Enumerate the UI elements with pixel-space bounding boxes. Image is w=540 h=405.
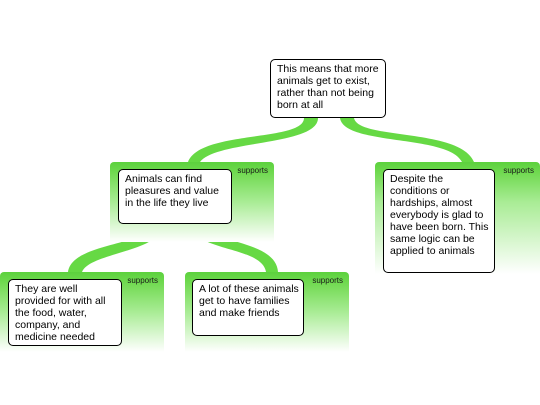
connector-root-right-premise xyxy=(340,118,474,162)
root-claim-text: This means that more animals get to exis… xyxy=(277,63,379,111)
right-premise-tag: supports xyxy=(503,166,534,175)
right-premise-text: Despite the conditions or hardships, alm… xyxy=(390,173,489,257)
connector-root-left-premise xyxy=(188,118,318,162)
sub-premise-2-box[interactable]: A lot of these animals get to have famil… xyxy=(192,279,304,336)
left-premise-tag: supports xyxy=(237,166,268,175)
left-premise-text: Animals can find pleasures and value in … xyxy=(125,173,219,209)
sub-premise-1-box[interactable]: They are well provided for with all the … xyxy=(8,279,122,346)
root-claim-box[interactable]: This means that more animals get to exis… xyxy=(270,59,386,118)
sub-premise-1-text: They are well provided for with all the … xyxy=(15,283,106,343)
sub-premise-2-tag: supports xyxy=(312,276,343,285)
connector-left-premise-sub1 xyxy=(68,224,163,272)
left-premise-box[interactable]: Animals can find pleasures and value in … xyxy=(118,169,232,224)
sub-premise-2-text: A lot of these animals get to have famil… xyxy=(199,283,299,319)
right-premise-box[interactable]: Despite the conditions or hardships, alm… xyxy=(383,169,495,273)
sub-premise-1-tag: supports xyxy=(127,276,158,285)
